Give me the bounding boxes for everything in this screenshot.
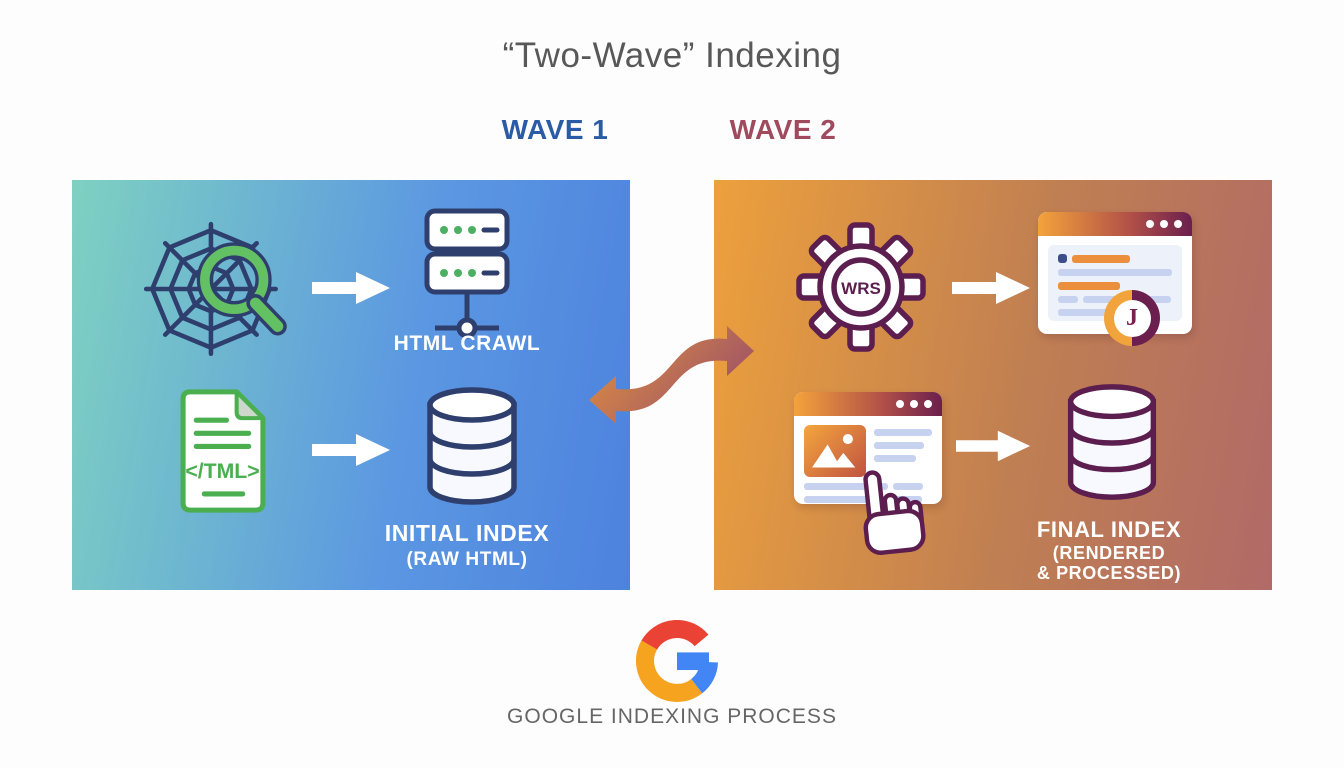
html-document-icon: </TML>: [180, 389, 266, 513]
arrow-right-icon: [952, 268, 1032, 308]
arrow-right-icon: [312, 430, 392, 470]
final-index-sublabel-1: (RENDERED: [1052, 543, 1166, 563]
window-dots-icon: [1146, 220, 1182, 228]
wave2-heading: WAVE 2: [729, 114, 837, 145]
html-crawl-label: HTML CRAWL: [393, 332, 541, 355]
page-content: [794, 416, 942, 512]
footer-caption: GOOGLE INDEXING PROCESS: [507, 705, 837, 728]
wave1-panel: HTML CRAWL </TML> INITIAL INDEX (RAW HTM…: [72, 180, 630, 590]
hand-cursor-icon: [863, 470, 926, 555]
browser-titlebar: [794, 392, 942, 416]
page-title: “Two-Wave” Indexing: [502, 36, 842, 75]
final-index-sublabel-2: & PROCESSED): [1036, 563, 1182, 583]
two-way-flow-arrow-icon: [589, 326, 754, 424]
wrs-label: WRS: [841, 279, 881, 298]
database-icon: [427, 387, 517, 505]
browser-titlebar: [1038, 212, 1192, 236]
spider-web-magnifier-icon: [143, 221, 287, 356]
image-placeholder-icon: [804, 425, 866, 477]
doc-code-text: </TML>: [185, 460, 259, 483]
arrow-right-icon: [312, 268, 392, 308]
gear-wrs-icon: WRS: [796, 222, 926, 352]
initial-index-sublabel: (RAW HTML): [406, 549, 528, 570]
google-g-logo: [636, 620, 718, 702]
javascript-badge-icon: J: [1104, 290, 1160, 346]
final-index-label: FINAL INDEX: [1036, 517, 1182, 542]
database-icon: [1067, 384, 1157, 500]
initial-index-label: INITIAL INDEX: [384, 520, 550, 546]
wave2-panel: WRS J: [714, 180, 1272, 590]
rendered-page-js-icon: J: [1038, 212, 1192, 346]
server-icon: [424, 208, 510, 339]
arrow-right-icon: [956, 426, 1032, 466]
js-badge-letter: J: [1113, 299, 1151, 337]
wave1-heading: WAVE 1: [501, 114, 609, 145]
window-dots-icon: [896, 400, 932, 408]
